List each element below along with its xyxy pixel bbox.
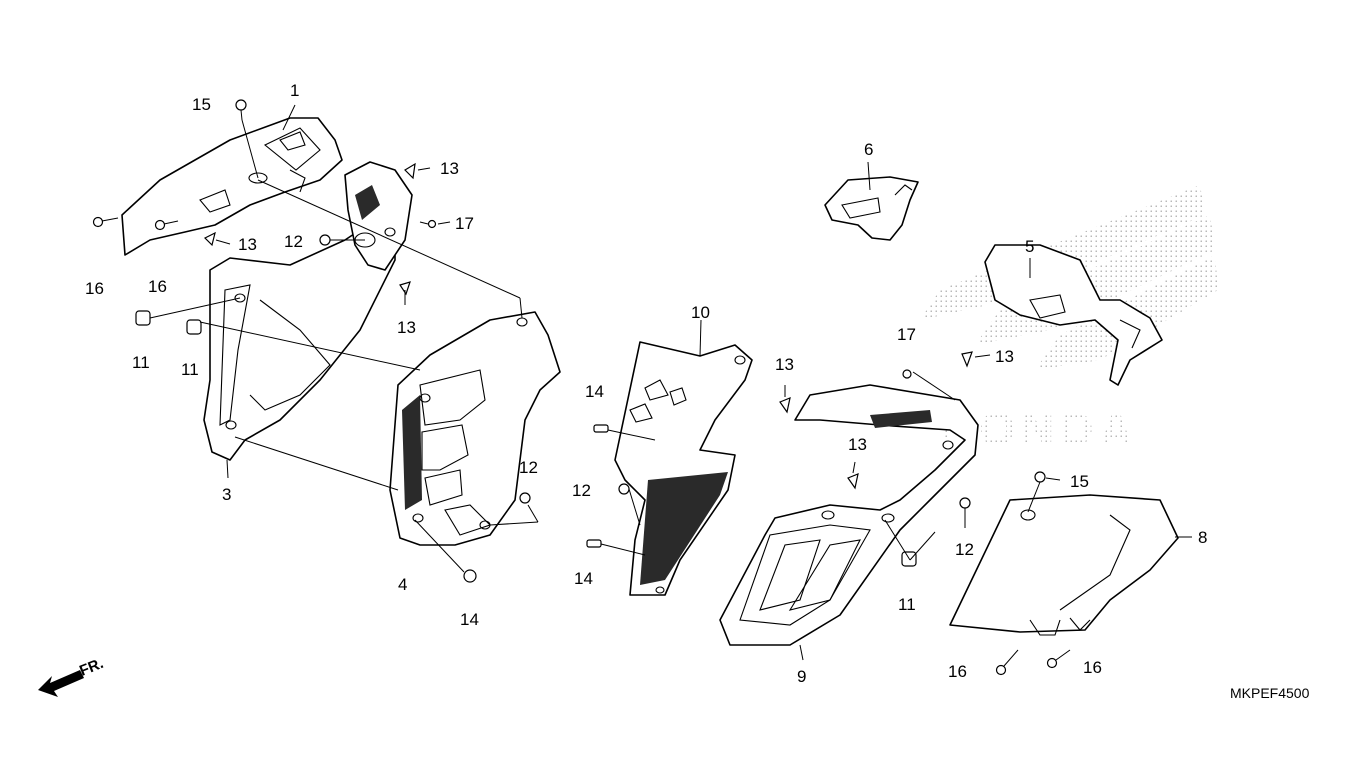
callout-9: 9 [797, 667, 806, 686]
screw-17-b[interactable] [902, 369, 912, 379]
callout-16-b: 16 [148, 277, 167, 296]
bolt-16-a[interactable] [92, 216, 119, 228]
callout-12-d: 12 [955, 540, 974, 559]
callout-16-a: 16 [85, 279, 104, 298]
collar-11-a[interactable] [135, 310, 151, 326]
part-3-inner-panel[interactable] [203, 161, 413, 461]
part-5-top-side-cover[interactable] [984, 244, 1163, 386]
clip-13-d[interactable] [779, 397, 791, 414]
callout-14-a: 14 [585, 382, 604, 401]
clip-13-a[interactable] [203, 231, 216, 247]
callout-5: 5 [1025, 237, 1034, 256]
callout-1: 1 [290, 81, 299, 100]
diagram-code: MKPEF4500 [1230, 685, 1310, 701]
bolt-12-d[interactable] [959, 497, 971, 509]
part-8-rear-side-panel[interactable] [949, 494, 1179, 636]
callout-14-b: 14 [574, 569, 593, 588]
part-6-small-cover[interactable] [824, 176, 919, 241]
callout-16-d: 16 [1083, 658, 1102, 677]
bolt-16-c[interactable] [995, 649, 1019, 676]
callout-6: 6 [864, 140, 873, 159]
callout-12-b: 12 [519, 458, 538, 477]
callout-15-a: 15 [192, 95, 211, 114]
callout-3: 3 [222, 485, 231, 504]
callout-12-c: 12 [572, 481, 591, 500]
nut-14-a[interactable] [463, 569, 477, 583]
bolt-12-a[interactable] [319, 234, 331, 246]
callout-11-b: 11 [181, 360, 199, 379]
clip-13-c[interactable] [399, 281, 411, 296]
callout-labels: 1 3 4 5 6 8 9 10 11 11 11 12 12 12 12 13… [85, 81, 1207, 686]
callout-16-c: 16 [948, 662, 967, 681]
part-4-side-panel[interactable] [389, 311, 561, 546]
callout-11-c: 11 [898, 595, 916, 614]
clip-13-b[interactable] [404, 162, 416, 180]
part-10-intake-duct[interactable] [614, 341, 753, 596]
part-9-lower-cowl[interactable] [719, 384, 979, 646]
callout-17-a: 17 [455, 214, 474, 233]
leader-lines [149, 104, 1192, 661]
screw-17-a[interactable] [419, 219, 437, 229]
callout-13-d: 13 [775, 355, 794, 374]
callout-13-e: 13 [995, 347, 1014, 366]
front-label: FR. [77, 655, 106, 680]
callout-12-a: 12 [284, 232, 303, 251]
callout-17-b: 17 [897, 325, 916, 344]
bolt-15-b[interactable] [1034, 471, 1046, 483]
front-direction-indicator: FR. [38, 655, 106, 697]
screw-14-b[interactable] [593, 424, 609, 433]
callout-15-b: 15 [1070, 472, 1089, 491]
nut-12-b[interactable] [519, 492, 531, 504]
callout-8: 8 [1198, 528, 1207, 547]
clip-13-e[interactable] [961, 351, 973, 368]
callout-13-c: 13 [397, 318, 416, 337]
callout-4: 4 [398, 575, 407, 594]
bolt-16-b[interactable] [154, 219, 179, 231]
clip-13-f[interactable] [847, 473, 859, 490]
callout-11-a: 11 [132, 353, 150, 372]
nut-12-c[interactable] [618, 483, 630, 495]
callout-10: 10 [691, 303, 710, 322]
collar-11-b[interactable] [186, 319, 202, 335]
callout-13-b: 13 [238, 235, 257, 254]
screw-14-c[interactable] [586, 539, 602, 548]
callout-13-a: 13 [440, 159, 459, 178]
callout-13-f: 13 [848, 435, 867, 454]
callout-14-c: 14 [460, 610, 479, 629]
part-1-upper-cover[interactable] [121, 117, 343, 256]
bolt-16-d[interactable] [1046, 649, 1071, 669]
bolt-15-top[interactable] [235, 99, 247, 121]
front-arrow-icon [38, 670, 84, 697]
